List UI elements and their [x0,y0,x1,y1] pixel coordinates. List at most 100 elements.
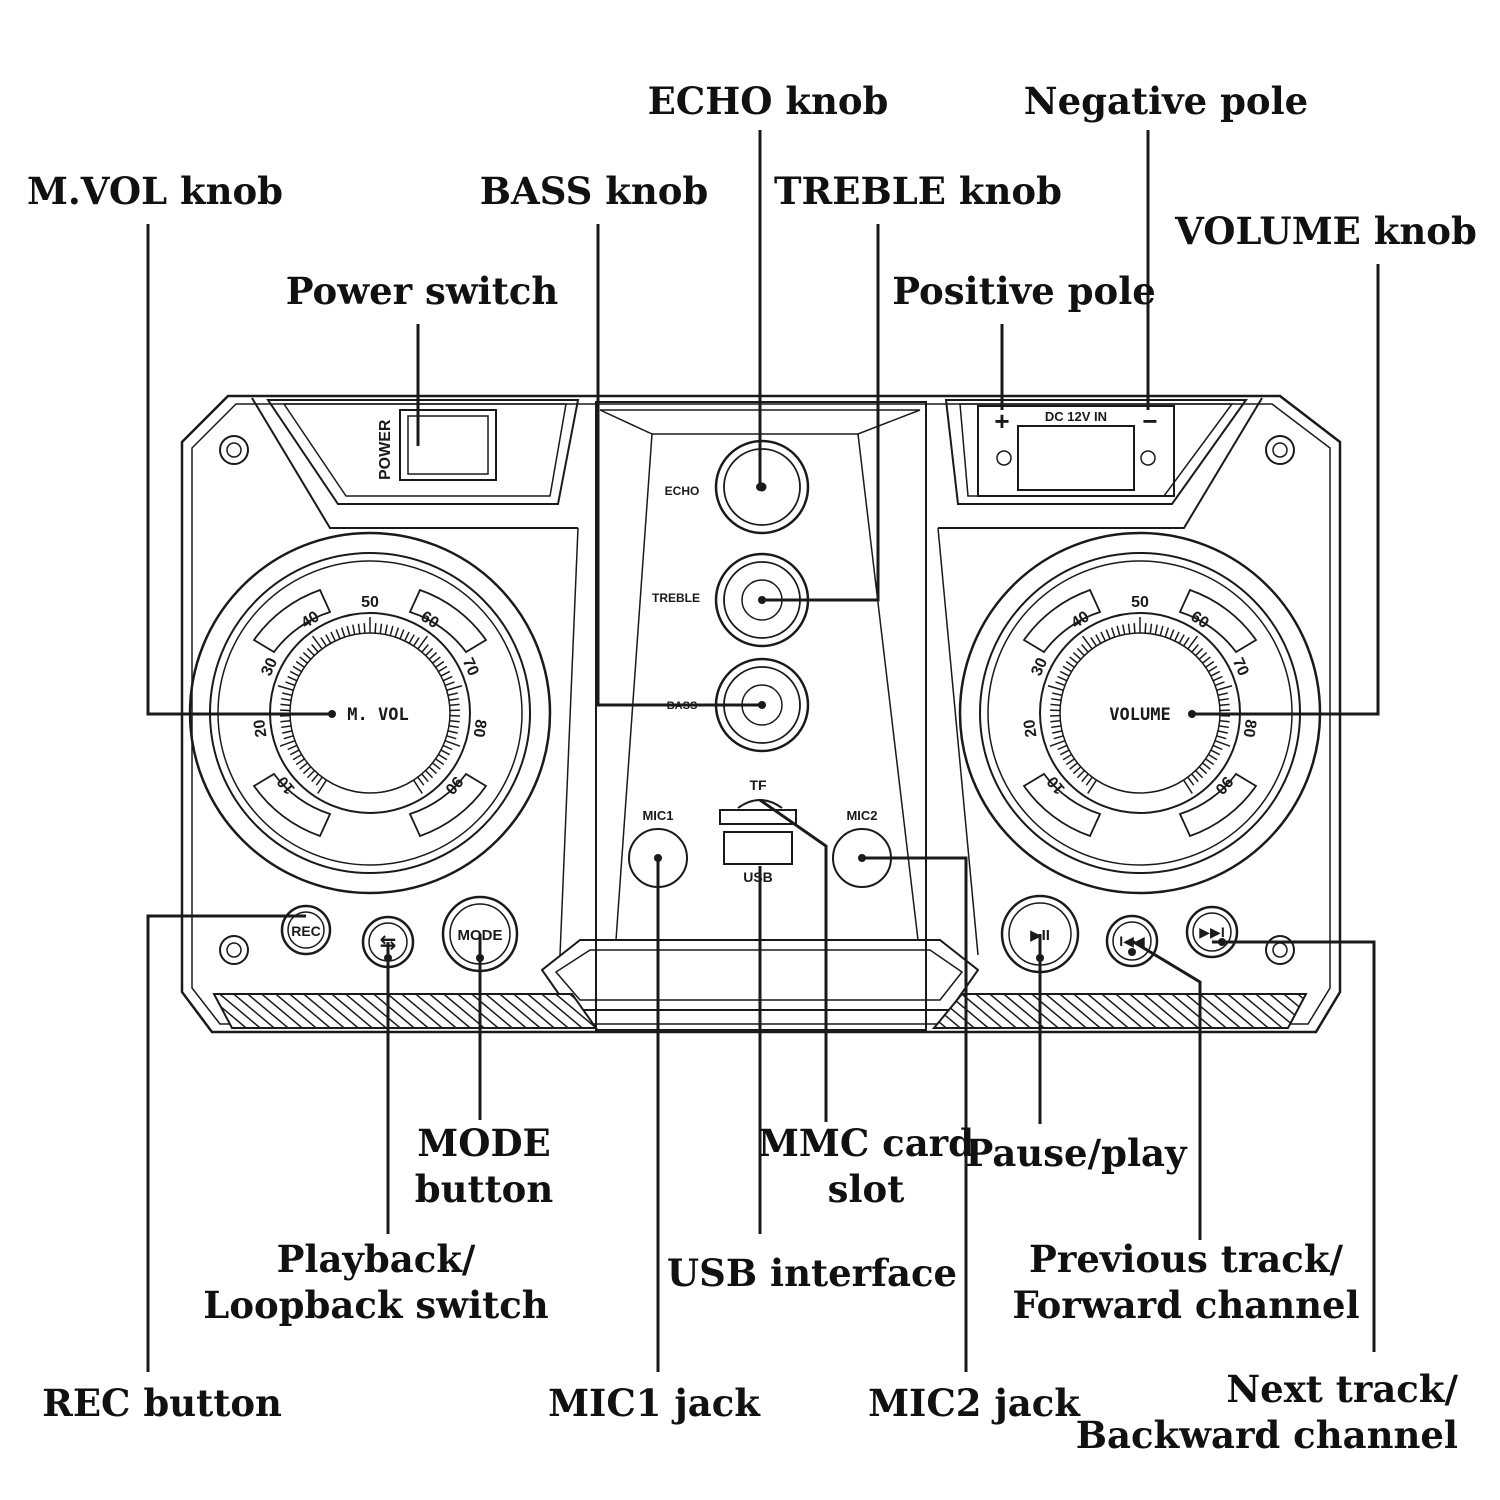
volume-dial-tick [1072,766,1082,775]
mvol-dial-label: M. VOL [347,705,408,725]
mvol-dial [188,531,552,895]
left-grille [212,993,598,1029]
volume-knob-callout: VOLUME knob [1175,209,1477,253]
mvol-dial-tick [449,703,460,707]
mvol-dial-tick [277,685,294,691]
mvol-dial-tick [428,651,438,660]
mvol-dial-tick [413,637,420,647]
mvol-dial-tick [287,675,298,682]
usb-port[interactable] [723,831,793,865]
mvol-dial-tick [311,644,319,653]
usb-interface-callout: USB interface [666,1251,958,1295]
volume-dial-tick [1205,758,1215,766]
volume-dial-number: 40 [1068,608,1092,632]
volume-dial-tick [1062,753,1073,761]
mvol-dial-tick [281,725,292,729]
mvol-dial-tick [442,744,453,751]
mvol-dial-tick [289,749,300,756]
echo-label: ECHO [665,484,700,498]
mvol-dial-tick [404,631,410,642]
volume-dial-tick [1217,692,1228,696]
mvol-dial-tick [357,623,361,634]
volume-dial-tick [1149,623,1153,634]
volume-dial-tick [1081,644,1089,653]
mvol-dial-tick [437,753,448,761]
volume-dial-tick [1069,762,1078,770]
mvol-dial-tick [280,703,291,707]
mvol-dial-tick [449,719,460,723]
bass-knob-callout: BASS knob [479,169,709,213]
volume-dial-tick [1057,744,1068,751]
mvol-dial-tick [425,770,434,779]
mvol-dial-tick [330,631,336,642]
mvol-dial-tick [346,625,351,636]
volume-dial-tick [1116,625,1121,636]
volume-dial-tick [1062,665,1072,673]
volume-dial-tick [1174,631,1180,642]
plus-sign: + [994,406,1009,436]
volume-dial-tick [1202,656,1211,664]
previous-callout-line-2: Forward channel [1012,1283,1360,1327]
next-callout-line-1: Next track/ [1226,1367,1458,1411]
mvol-dial-tick [444,681,455,687]
negative-pole-callout: Negative pole [1023,79,1309,123]
tf-label: TF [749,777,767,793]
mvol-dial-tick [448,725,459,729]
next-track-button[interactable] [1185,905,1239,959]
mvol-dial-tick [302,651,312,660]
mvol-dial-tick [299,762,308,770]
mvol-dial-tick [292,665,302,673]
mode-callout-line-2: button [414,1167,554,1211]
mvol-dial-tick [399,629,405,640]
volume-dial-tick [1090,637,1097,647]
volume-dial-tick [1214,681,1225,687]
mvol-dial-tick [317,779,328,794]
volume-dial-tick [1127,623,1131,634]
next-track-icon: ▶▶I [1199,924,1224,940]
mic2-jack-callout: MIC2 jack [868,1381,1080,1425]
volume-dial-tick [1210,749,1221,756]
volume-dial-tick [1212,744,1223,751]
mmc-callout-line-1: MMC card [757,1121,975,1165]
power-switch-callout: Power switch [285,269,559,313]
mvol-dial-tick [432,762,441,770]
volume-dial-tick [1081,635,1093,650]
mmc-callout-line-2: slot [827,1167,905,1211]
positive-pole-callout: Positive pole [892,269,1156,313]
rec-button-callout: REC button [42,1381,282,1425]
echo-knob[interactable] [714,439,810,535]
previous-track-button[interactable] [1105,914,1159,968]
power-label: POWER [377,419,394,480]
dc-input-label: DC 12V IN [1045,409,1107,424]
volume-dial-tick [1105,629,1111,640]
mvol-dial-tick [417,635,429,650]
playback-callout-line-1: Playback/ [276,1237,476,1281]
mvol-dial-tick [280,719,291,723]
previous-track-callout: Previous track/ Forward channel [1012,1236,1359,1328]
mvol-dial-tick [306,647,315,657]
mvol-dial-tick [315,776,323,786]
volume-dial-tick [1208,665,1218,673]
mvol-dial-tick [311,773,319,783]
rec-button[interactable] [280,904,332,956]
mvol-dial-tick [282,692,293,696]
volume-dial-tick [1110,627,1116,638]
mvol-dial-tick [292,753,303,761]
mvol-dial-tick [285,681,296,687]
mvol-dial-tick [299,656,308,664]
mvol-dial-tick [438,665,448,673]
volume-dial-tick [1205,660,1215,668]
volume-dial-tick [1144,623,1147,634]
echo-knob-callout: ECHO knob [647,79,889,123]
mvol-dial-number: 50 [361,594,379,611]
volume-dial-tick [1217,730,1228,734]
volume-dial-tick [1183,637,1190,647]
mvol-dial-tick [435,758,445,766]
volume-dial-tick [1159,625,1164,636]
mvol-dial-tick [389,625,394,636]
mvol-dial-number: 20 [251,718,270,738]
volume-dial-tick [1219,703,1230,707]
volume-dial-tick [1049,739,1066,747]
volume-dial-tick [1065,660,1075,668]
